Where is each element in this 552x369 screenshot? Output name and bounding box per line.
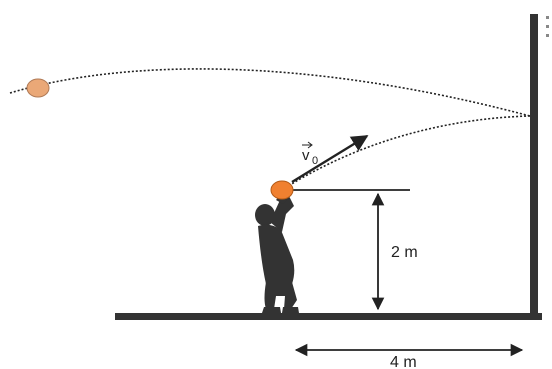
floor <box>115 313 542 320</box>
rebound-trajectory <box>9 68 531 117</box>
distance-label: 4 m <box>390 354 417 369</box>
rebound-ball-icon <box>26 78 50 98</box>
wall <box>530 14 538 319</box>
height-label: 2 m <box>391 244 418 261</box>
basketball-icon <box>270 180 294 200</box>
launch-trajectory <box>281 115 531 191</box>
velocity-label: v 0 <box>302 141 318 167</box>
player-silhouette-icon <box>255 190 299 313</box>
velocity-subscript: 0 <box>312 155 318 167</box>
velocity-arrow-icon <box>291 134 369 184</box>
edge-marks <box>546 16 549 37</box>
velocity-symbol: v <box>302 147 310 164</box>
